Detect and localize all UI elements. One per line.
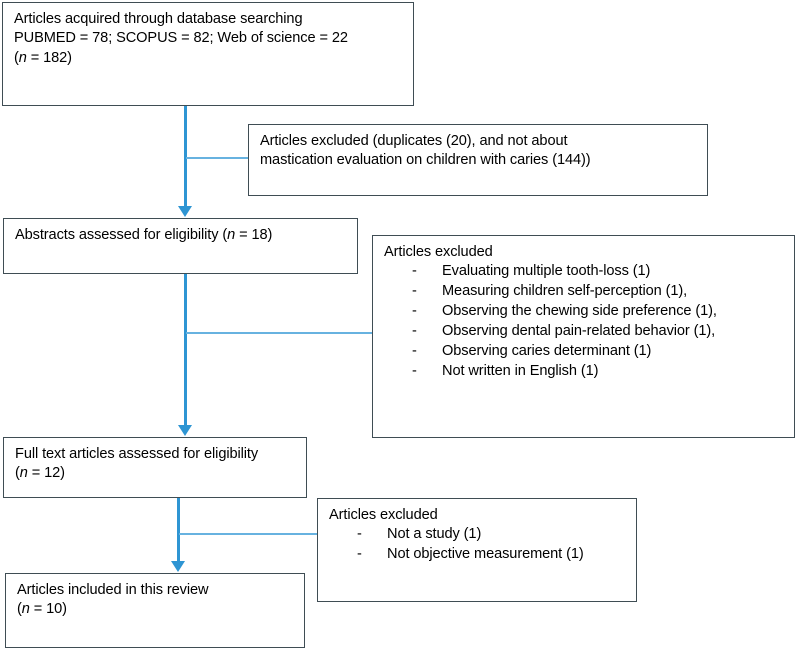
- count-symbol: n: [21, 601, 30, 618]
- count-prefix: (: [17, 601, 22, 618]
- bullet-dash: -: [412, 263, 417, 280]
- bullet-dash: -: [412, 322, 417, 339]
- connector-branch-screening: [186, 332, 373, 334]
- abstracts-prefix: Abstracts assessed for eligibility (: [15, 227, 228, 243]
- articles-excluded-eligibility-box: Articles excluded - Not a study (1) - Not …: [317, 498, 637, 602]
- list-item-label: Not objective measurement (1): [387, 546, 584, 563]
- connector-abstracts-to-fulltext: [184, 273, 187, 426]
- count-value: = 10): [29, 601, 67, 618]
- bullet-dash: -: [412, 283, 417, 300]
- full-text-count: (n = 12): [15, 464, 296, 483]
- connector-fulltext-to-included: [177, 498, 180, 562]
- connector-branch-duplicates: [186, 157, 248, 159]
- list-item: - Evaluating multiple tooth-loss (1): [384, 262, 784, 282]
- list-item-label: Not written in English (1): [442, 362, 599, 379]
- abstracts-assessed-box: Abstracts assessed for eligibility (n = …: [3, 218, 358, 274]
- list-item: - Measuring children self-perception (1),: [384, 282, 784, 302]
- bullet-dash: -: [357, 526, 362, 543]
- list-item: - Observing caries determinant (1): [384, 342, 784, 362]
- count-value: = 12): [27, 465, 65, 482]
- count-prefix: (: [14, 49, 19, 66]
- articles-included-box: Articles included in this review (n = 10…: [5, 573, 305, 648]
- arrowhead-abstracts: [178, 206, 192, 217]
- arrowhead-included: [171, 561, 185, 572]
- bullet-dash: -: [412, 362, 417, 379]
- list-item: - Not a study (1): [329, 525, 626, 545]
- excluded-duplicates-line-2: mastication evaluation on children with …: [260, 152, 591, 169]
- list-item-label: Measuring children self-perception (1),: [442, 283, 688, 300]
- count-value: = 182): [26, 49, 72, 66]
- arrowhead-fulltext: [178, 425, 192, 436]
- list-item-label: Observing caries determinant (1): [442, 342, 652, 359]
- count-value: = 18): [235, 227, 273, 243]
- list-item-label: Observing dental pain-related behavior (…: [442, 322, 716, 339]
- list-item-label: Observing the chewing side preference (1…: [442, 303, 717, 320]
- bullet-dash: -: [357, 546, 362, 563]
- excluded-screening-list: - Evaluating multiple tooth-loss (1) - Mea…: [384, 262, 784, 381]
- connector-identification-to-abstracts: [184, 105, 187, 207]
- articles-included-count: (n = 10): [17, 600, 294, 619]
- list-item: - Not objective measurement (1): [329, 545, 626, 565]
- full-text-assessed-box: Full text articles assessed for eligibil…: [3, 437, 307, 498]
- articles-acquired-line-2: PUBMED = 78; SCOPUS = 82; Web of science…: [14, 30, 348, 47]
- count-prefix: (: [15, 465, 20, 482]
- articles-excluded-duplicates-box: Articles excluded (duplicates (20), and …: [248, 124, 708, 196]
- excluded-eligibility-list: - Not a study (1) - Not objective measurem…: [329, 525, 626, 565]
- articles-acquired-count: (n = 182): [14, 49, 403, 68]
- connector-branch-eligibility: [179, 533, 318, 535]
- bullet-dash: -: [412, 303, 417, 320]
- excluded-eligibility-heading: Articles excluded: [329, 507, 438, 523]
- count-symbol: n: [18, 49, 27, 66]
- excluded-duplicates-line-1: Articles excluded (duplicates (20), and …: [260, 133, 568, 149]
- abstracts-assessed-text: Abstracts assessed for eligibility (n = …: [15, 226, 347, 245]
- list-item: - Observing the chewing side preference (…: [384, 302, 784, 322]
- articles-excluded-screening-box: Articles excluded - Evaluating multiple t…: [372, 235, 795, 438]
- list-item-label: Not a study (1): [387, 526, 482, 543]
- list-item-label: Evaluating multiple tooth-loss (1): [442, 263, 651, 280]
- articles-acquired-box: Articles acquired through database searc…: [2, 2, 414, 106]
- list-item: - Observing dental pain-related behavior …: [384, 322, 784, 342]
- list-item: - Not written in English (1): [384, 362, 784, 382]
- full-text-line-1: Full text articles assessed for eligibil…: [15, 446, 259, 462]
- excluded-screening-heading: Articles excluded: [384, 244, 493, 260]
- articles-acquired-line-1: Articles acquired through database searc…: [14, 11, 303, 27]
- articles-included-line-1: Articles included in this review: [17, 582, 209, 598]
- bullet-dash: -: [412, 342, 417, 359]
- count-symbol: n: [19, 465, 28, 482]
- count-symbol: n: [227, 227, 236, 243]
